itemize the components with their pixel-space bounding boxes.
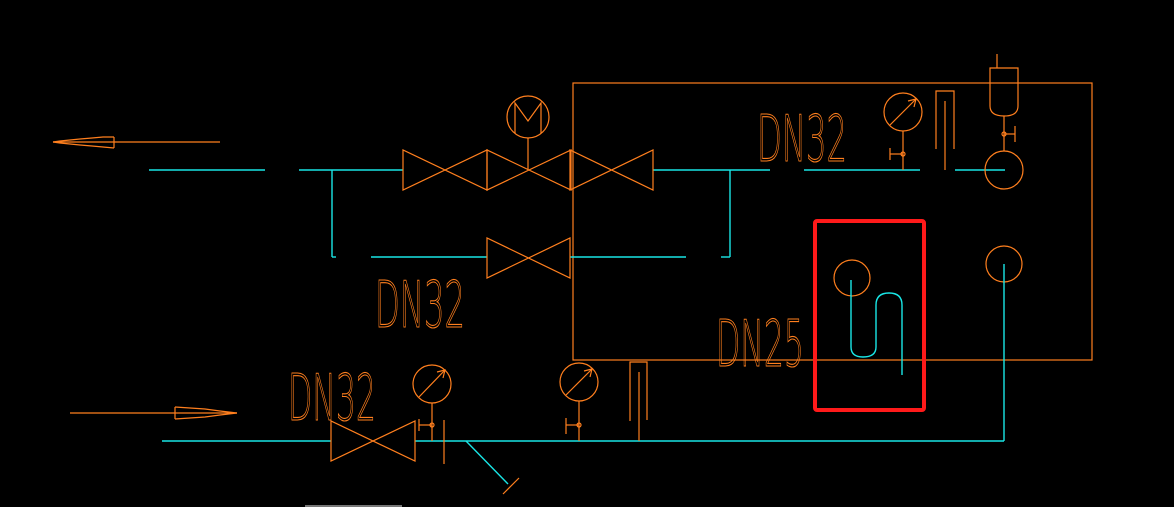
inlet-flow-arrow-icon — [70, 406, 238, 420]
pressure-gauge-icon[interactable] — [883, 92, 923, 170]
thermometer-icon[interactable] — [935, 90, 955, 170]
gate-valve-icon[interactable] — [402, 149, 488, 191]
pressure-gauge-icon[interactable] — [412, 364, 452, 464]
air-vent-vessel-icon[interactable] — [984, 54, 1024, 190]
pipe-size-label-inlet: DN32 — [288, 362, 376, 436]
pipe-size-label-trap: DN25 — [716, 308, 804, 382]
inlet-gate-valve-icon[interactable] — [330, 420, 416, 462]
pressure-gauge-icon[interactable] — [559, 362, 599, 441]
return-pipe-bottom — [162, 440, 1004, 495]
return-connection-icon — [985, 245, 1023, 441]
outlet-flow-arrow-icon — [52, 136, 220, 149]
gate-valve-icon[interactable] — [569, 149, 654, 191]
motorized-valve-icon[interactable] — [486, 95, 572, 191]
pipe-size-label-top: DN32 — [757, 103, 847, 177]
equipment-enclosure — [572, 82, 1093, 361]
pipe-size-label-bypass: DN32 — [375, 269, 465, 343]
steam-trap-loop-icon[interactable] — [833, 259, 903, 375]
bypass-pipe — [331, 170, 731, 258]
thermometer-icon[interactable] — [629, 361, 648, 441]
bypass-gate-valve-icon[interactable] — [486, 237, 571, 279]
highlight-box[interactable] — [813, 219, 926, 412]
